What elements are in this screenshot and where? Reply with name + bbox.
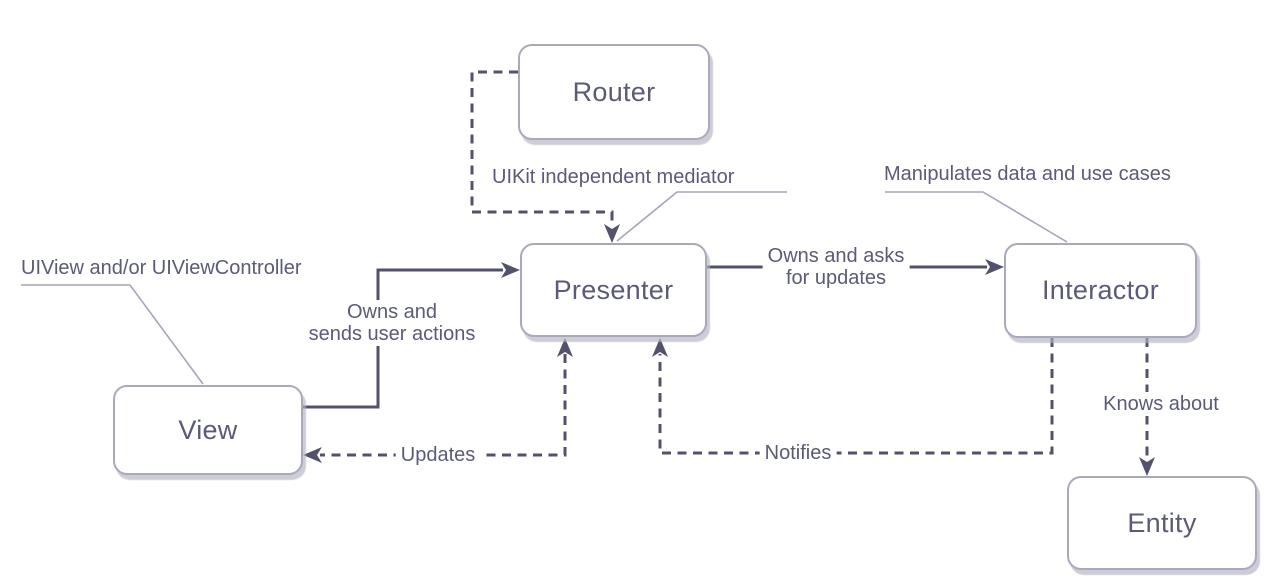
arrowhead-into-presenter-left [501,262,520,278]
annotation-uikit-independent-mediator: UIKit independent mediator [492,166,735,188]
edge-interactor-notifies-presenter-dashed [658,338,1054,455]
edge-label-owns-and-asks-for-updates: Owns and asks for updates [762,244,910,290]
edge-label-owns-asks-line1: Owns and asks [767,245,905,267]
node-interactor-label: Interactor [1041,275,1160,305]
node-entity: Entity [1067,476,1257,570]
node-view-label: View [178,414,238,445]
annotation-manipulates-data-use-cases: Manipulates data and use cases [884,163,1171,185]
edge-label-owns-sends-line1: Owns and [346,301,438,323]
edge-label-knows-about: Knows about [1098,392,1224,416]
callout-line-uiview-to-view [21,284,204,385]
arrowhead-into-view-right [303,447,322,463]
node-router: Router [518,44,710,140]
edge-label-owns-sends-line2: sends user actions [308,323,476,345]
annotation-uiview-uiviewcontroller: UIView and/or UIViewController [21,257,302,279]
edge-router-to-presenter-dashed [470,70,614,224]
node-interactor: Interactor [1004,243,1197,338]
arrowhead-into-presenter-bottom-left [557,338,573,357]
node-presenter: Presenter [520,243,707,337]
edge-label-owns-asks-line2: for updates [785,267,887,289]
arrowhead-into-entity-top [1139,457,1155,476]
node-view: View [113,385,303,475]
arrowhead-into-presenter-top [604,224,620,243]
edge-label-owns-sends-user-actions: Owns and sends user actions [303,300,481,346]
edge-presenter-updates-view-dashed [320,354,567,457]
arrowhead-into-interactor-left [985,259,1004,275]
callout-line-uikit-to-presenter [616,191,787,242]
arrowhead-into-presenter-bottom-right [652,338,668,357]
callout-line-manipulates-to-interactor [885,191,1068,243]
node-router-label: Router [572,76,656,107]
node-entity-label: Entity [1127,507,1197,538]
edge-label-updates: Updates [395,443,481,467]
node-presenter-label: Presenter [553,274,674,305]
edge-label-notifies: Notifies [759,441,837,465]
